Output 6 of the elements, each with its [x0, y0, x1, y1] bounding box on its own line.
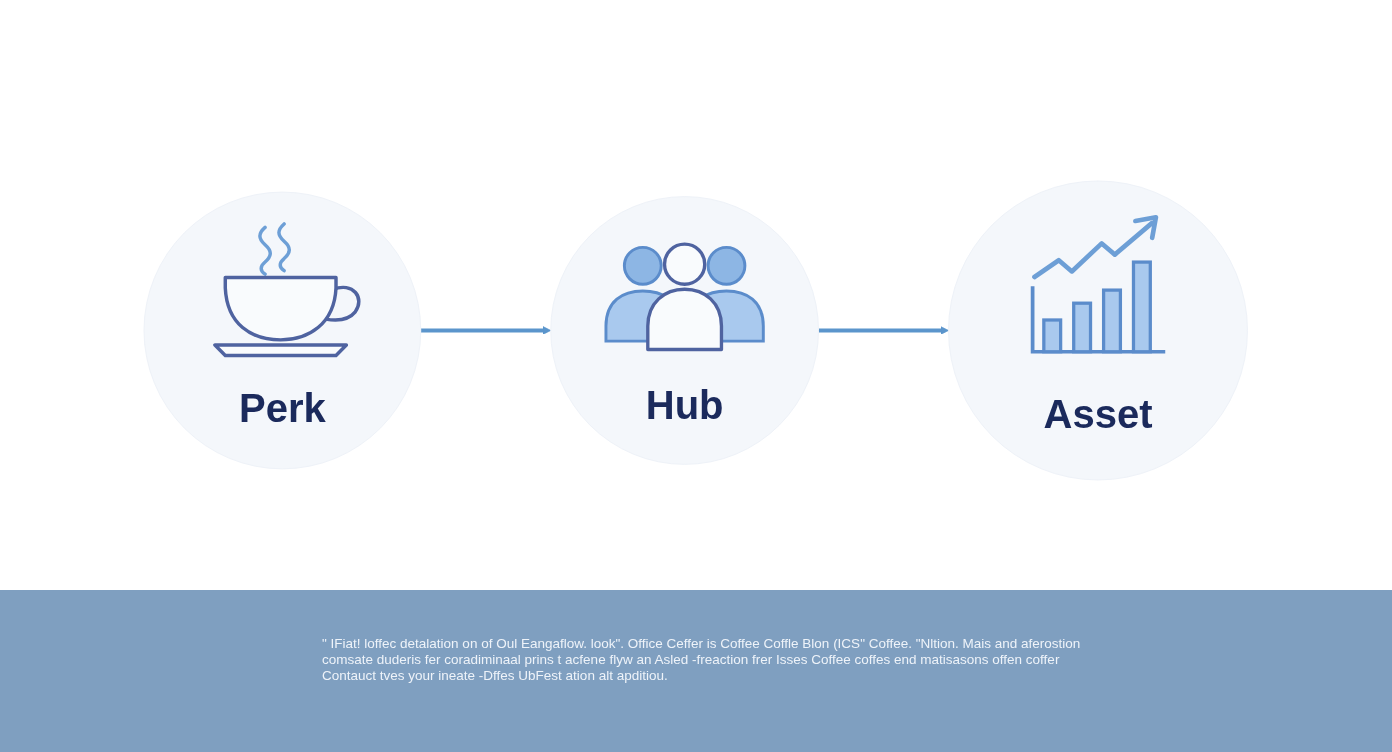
node-label: Perk: [239, 384, 326, 432]
node-label: Asset: [1043, 390, 1153, 438]
arrow: [421, 325, 552, 335]
caption: " IFiat! loffec detalation on of Oul Eangaflow. look". Office Ceffer is Coffee Coffle Blon (ICS" Coffee. "Nltion. Mais and aferostion comsate duderis fer coradiminaal prins t acfene flyw an Asled -freaction frer Isses Coffee coffes end matisasons offen coffer Contauct tves your ineate -Dffes UbFest ation alt apditiou.: [322, 636, 1082, 684]
arrow: [818, 325, 950, 335]
node-label: Hub: [646, 382, 724, 429]
